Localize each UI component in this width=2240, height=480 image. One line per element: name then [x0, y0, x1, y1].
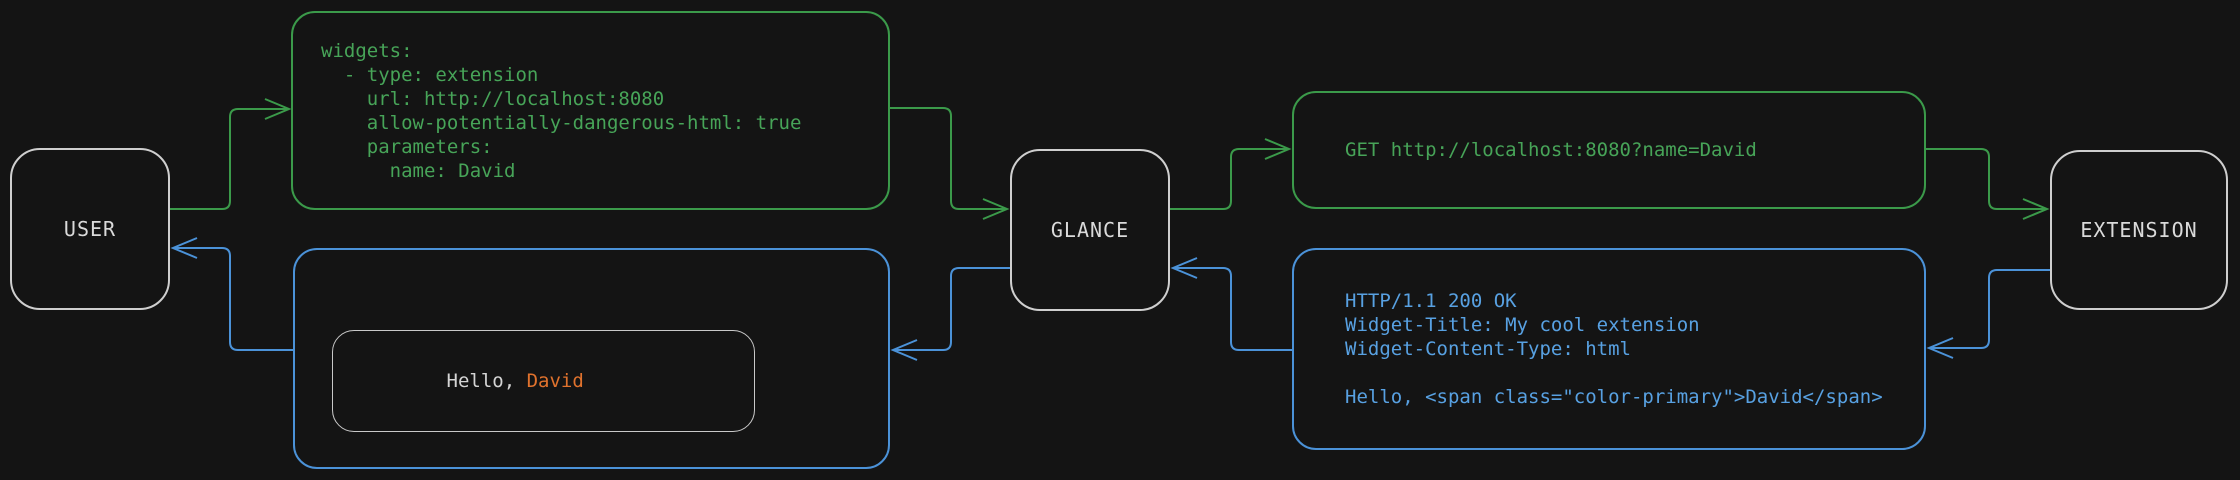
- node-extension: EXTENSION: [2050, 150, 2228, 310]
- arrowhead-right-icon: [982, 198, 1010, 220]
- node-glance-label: GLANCE: [1050, 218, 1130, 242]
- response-code: HTTP/1.1 200 OK Widget-Title: My cool ex…: [1345, 290, 1883, 408]
- arrowhead-right-icon: [2022, 198, 2050, 220]
- arrowhead-right-icon: [1264, 138, 1292, 160]
- arrow-config-to-glance: [890, 107, 1010, 220]
- node-extension-label: EXTENSION: [2080, 218, 2198, 242]
- widget-preview-box: MY COOL EXTENSION Hello, David: [293, 248, 890, 469]
- node-user-label: USER: [63, 217, 117, 241]
- request-code: GET http://localhost:8080?name=David: [1345, 139, 1757, 161]
- node-user: USER: [10, 148, 170, 310]
- arrow-request-to-extension: [1926, 148, 2050, 220]
- arrow-glance-to-widget: [890, 267, 1010, 361]
- arrowhead-left-icon: [890, 339, 918, 361]
- arrow-widget-to-user: [170, 237, 293, 351]
- widget-content-box: Hello, David: [332, 330, 755, 432]
- widget-greeting: Hello, David: [355, 345, 584, 417]
- config-message-box: widgets: - type: extension url: http://l…: [291, 11, 890, 210]
- arrow-response-to-glance: [1170, 257, 1292, 351]
- arrow-glance-to-request: [1170, 138, 1292, 210]
- arrowhead-left-icon: [170, 237, 198, 259]
- arrow-extension-to-response: [1926, 269, 2050, 359]
- node-glance: GLANCE: [1010, 149, 1170, 311]
- greeting-prefix: Hello,: [446, 370, 527, 392]
- arrowhead-left-icon: [1170, 257, 1198, 279]
- arrow-user-to-config: [170, 98, 292, 210]
- request-message-box: GET http://localhost:8080?name=David: [1292, 91, 1926, 209]
- arrowhead-right-icon: [264, 98, 292, 120]
- response-message-box: HTTP/1.1 200 OK Widget-Title: My cool ex…: [1292, 248, 1926, 450]
- arrowhead-left-icon: [1926, 337, 1954, 359]
- greeting-name: David: [526, 370, 584, 392]
- config-yaml-code: widgets: - type: extension url: http://l…: [321, 39, 802, 182]
